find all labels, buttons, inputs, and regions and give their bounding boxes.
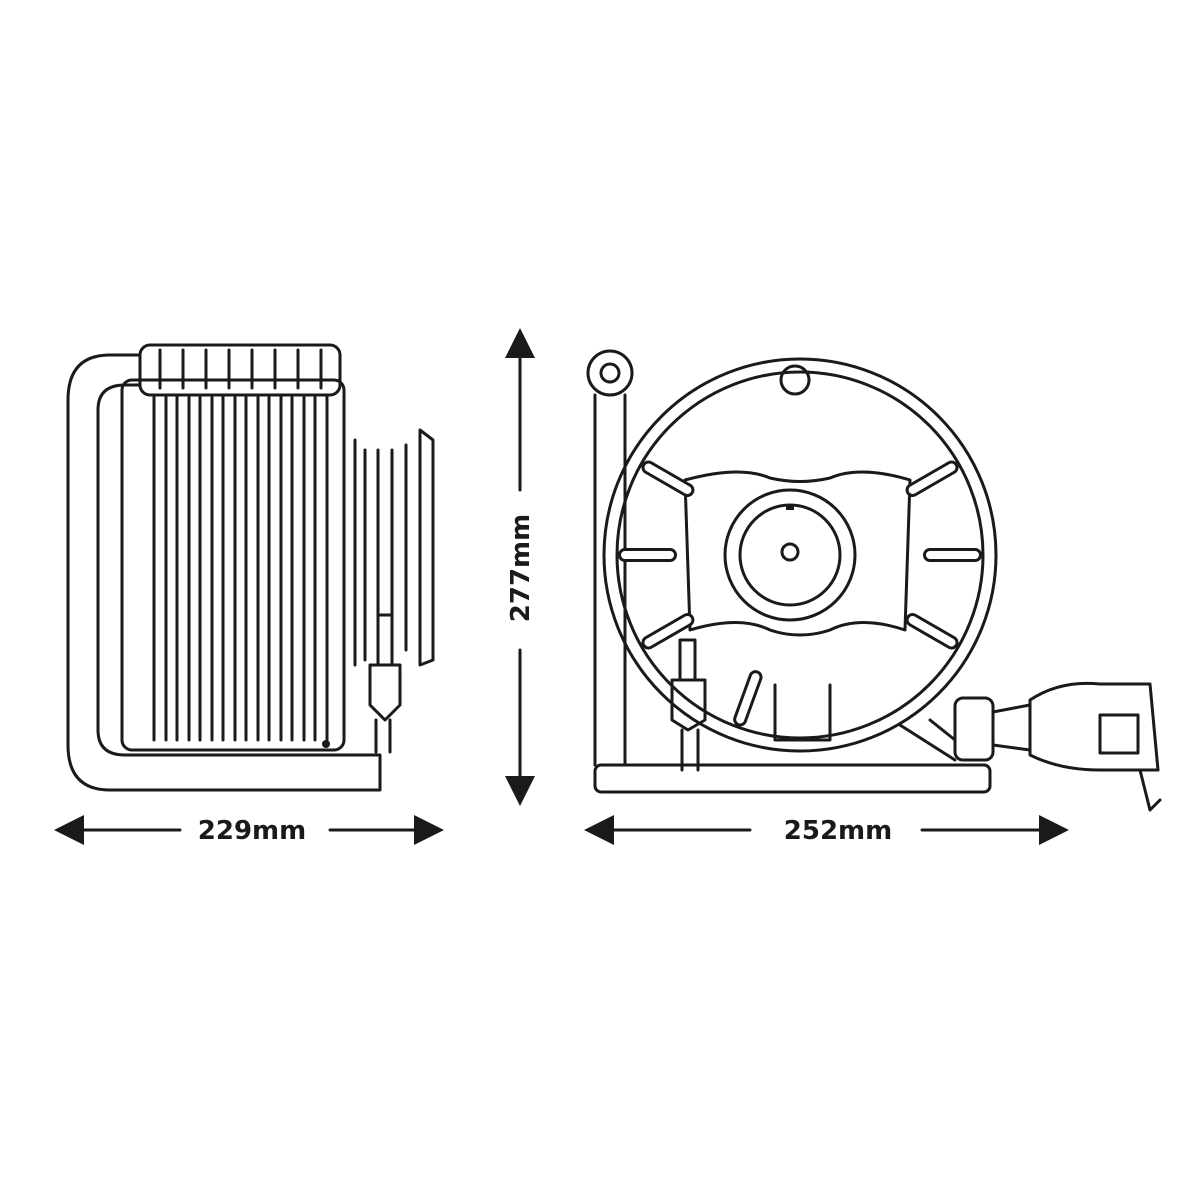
front-view-drawing [586, 349, 1162, 812]
drum-rib [221, 348, 237, 742]
reel-spoke [644, 616, 692, 647]
drum-rib [290, 348, 306, 742]
drum-rib [244, 348, 260, 742]
side-view-drawing [66, 343, 435, 792]
depth-label: 229mm [198, 816, 306, 846]
reel-spoke [908, 463, 956, 494]
drum-rib [267, 348, 283, 742]
reel-spoke [736, 673, 760, 724]
height-label: 277mm [506, 514, 536, 622]
reel-spoke [644, 463, 692, 494]
width-label: 252mm [784, 816, 892, 846]
reel-spoke [908, 616, 956, 647]
drum-rib [198, 348, 214, 742]
drum-rib [313, 348, 329, 742]
drum-rib [175, 348, 191, 742]
drum-rib [152, 348, 168, 742]
